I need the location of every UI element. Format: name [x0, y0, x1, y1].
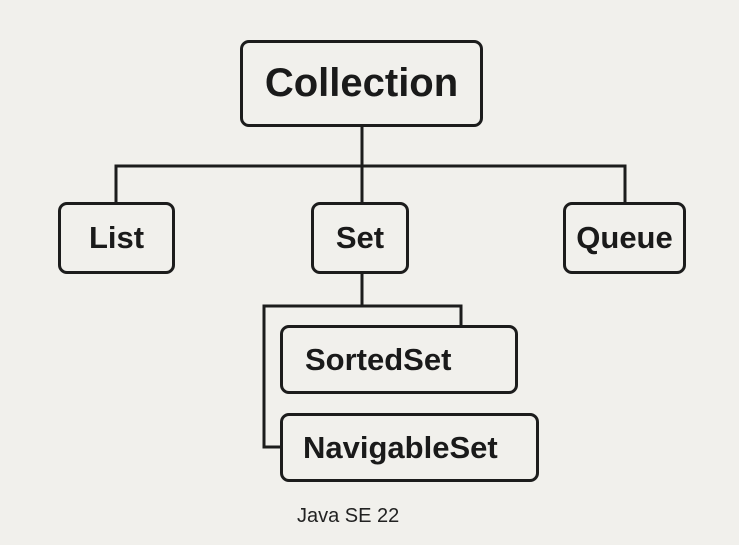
node-collection: Collection: [240, 40, 483, 127]
footer-caption: Java SE 22: [297, 505, 400, 527]
node-collection-label: Collection: [264, 61, 459, 105]
node-list-label: List: [88, 220, 145, 255]
node-queue-label: Queue: [576, 220, 673, 255]
node-navigableset: NavigableSet: [280, 413, 539, 482]
node-set: Set: [311, 202, 409, 274]
node-navigableset-label: NavigableSet: [303, 429, 498, 465]
node-list: List: [58, 202, 175, 274]
node-queue: Queue: [563, 202, 686, 274]
connector-to-navigableset: [262, 304, 282, 449]
node-sortedset-label: SortedSet: [305, 341, 452, 377]
node-set-label: Set: [335, 220, 385, 255]
node-sortedset: SortedSet: [280, 325, 518, 394]
